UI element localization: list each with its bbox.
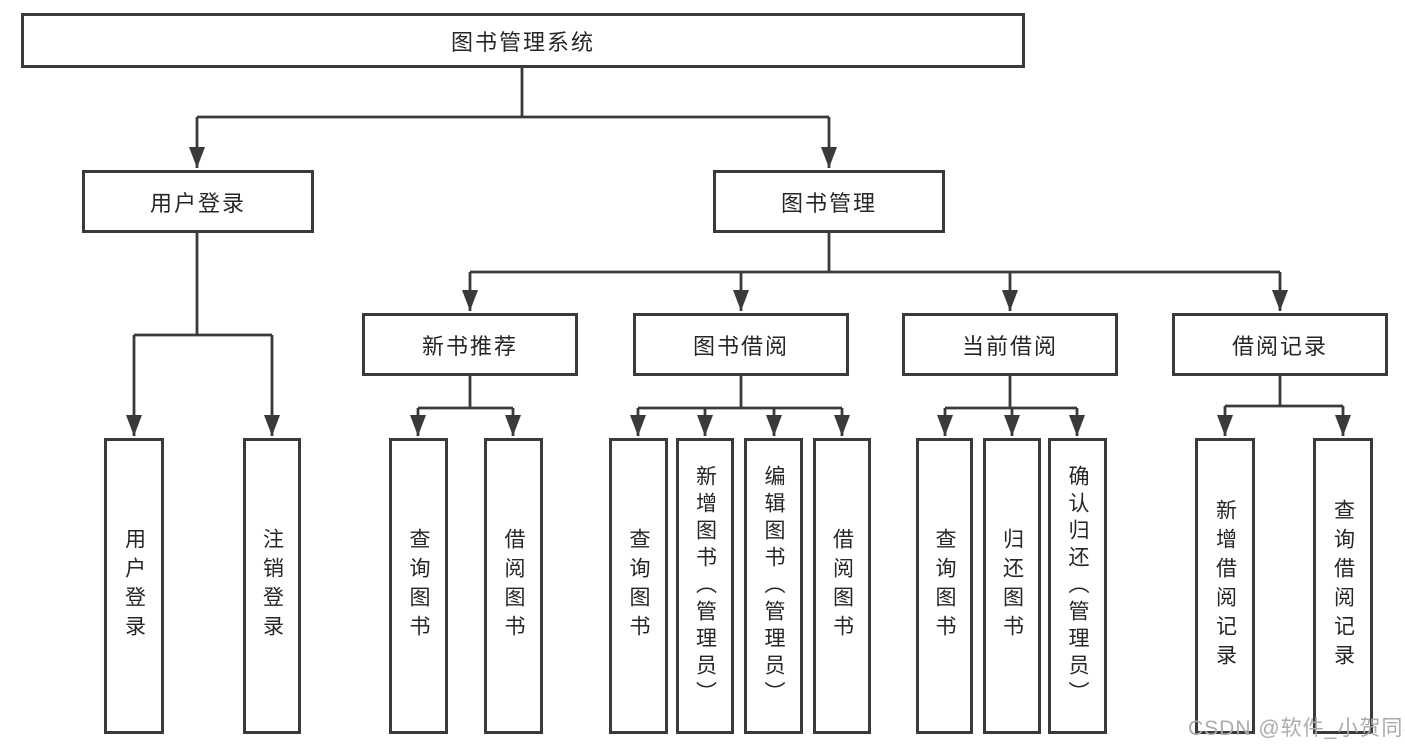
node-borrow-record: 借阅记录 xyxy=(1172,313,1388,376)
leaf-query-books: 查询图书 xyxy=(609,438,668,734)
leaf-borrow-books: 借阅图书 xyxy=(484,438,543,734)
node-new-book-recommend: 新书推荐 xyxy=(362,313,578,376)
leaf-return-books: 归还图书 xyxy=(983,438,1041,734)
leaf-query-books: 查询图书 xyxy=(389,438,448,734)
leaf-add-books-admin: 新增图书（管理员） xyxy=(676,438,734,734)
csdn-watermark: CSDN @软件_小贺同学 xyxy=(1188,717,1405,740)
node-book-management: 图书管理 xyxy=(713,170,945,233)
node-current-borrow: 当前借阅 xyxy=(902,313,1118,376)
leaf-user-login: 用户登录 xyxy=(104,438,164,734)
leaf-edit-books-admin: 编辑图书（管理员） xyxy=(744,438,803,734)
leaf-add-borrow-record: 新增借阅记录 xyxy=(1195,438,1255,734)
node-user-login: 用户登录 xyxy=(82,170,314,233)
leaf-query-borrow-record: 查询借阅记录 xyxy=(1313,438,1373,734)
leaf-logout: 注销登录 xyxy=(243,438,301,734)
node-root-book-management-system: 图书管理系统 xyxy=(21,13,1025,68)
leaf-confirm-return-admin: 确认归还（管理员） xyxy=(1048,438,1107,734)
leaf-query-books: 查询图书 xyxy=(916,438,973,734)
node-book-borrow: 图书借阅 xyxy=(633,313,849,376)
leaf-borrow-books: 借阅图书 xyxy=(813,438,871,734)
